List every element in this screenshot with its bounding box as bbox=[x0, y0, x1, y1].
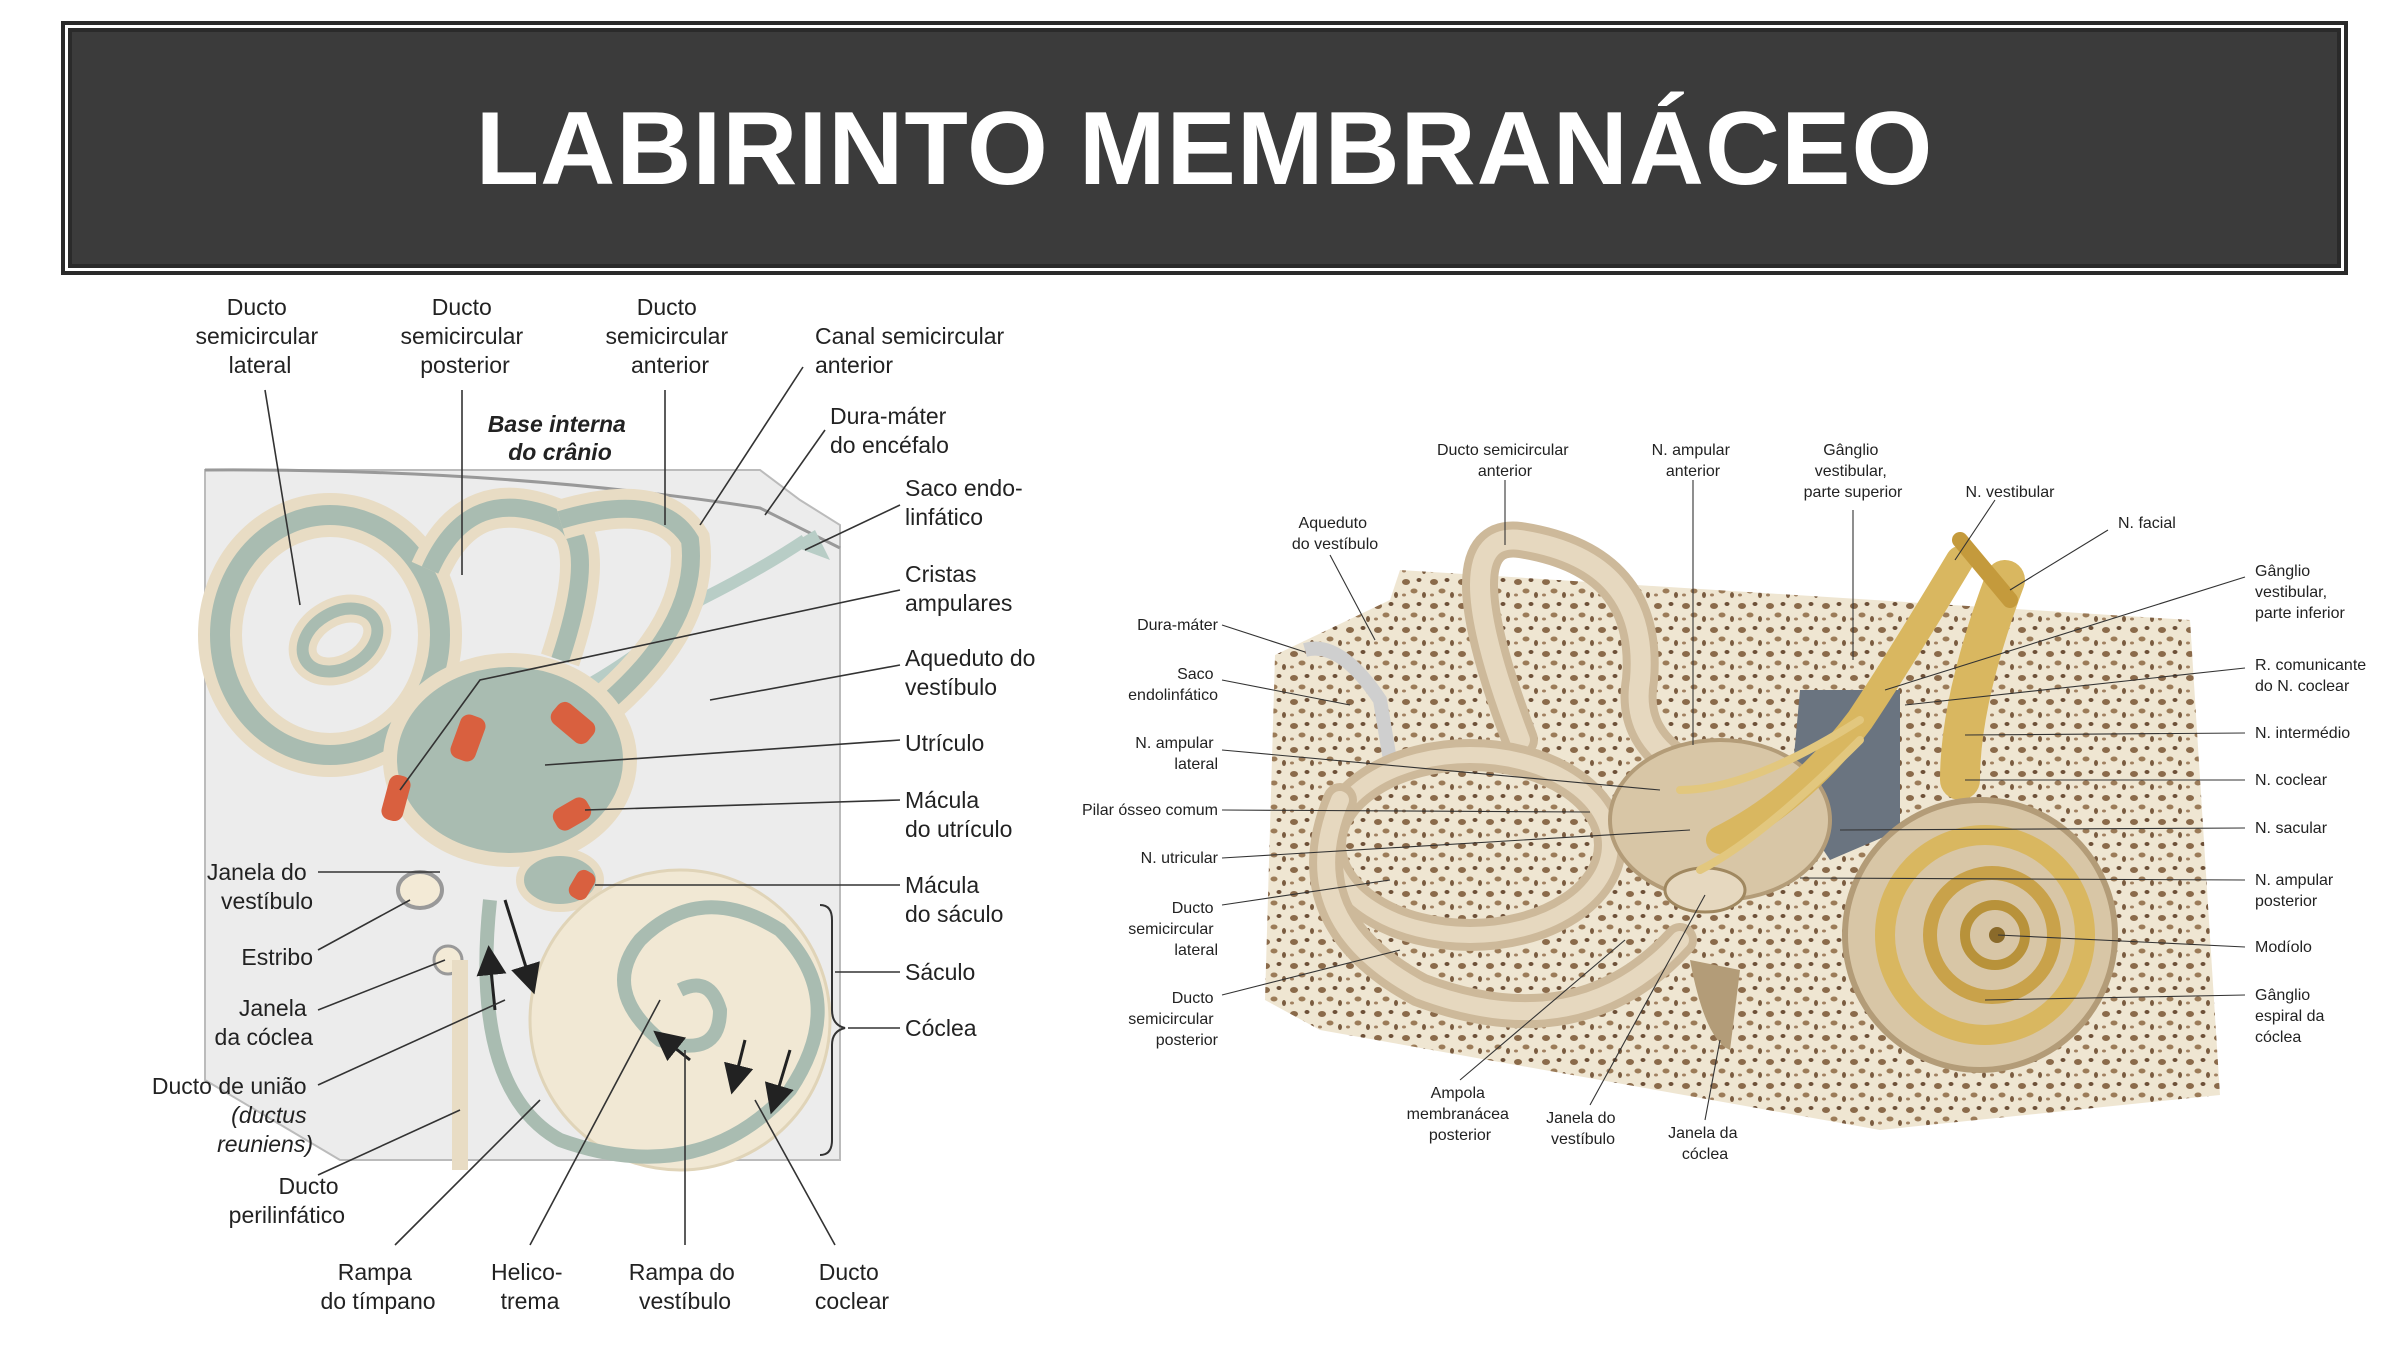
label-posterior-duct: Ducto semicircular posterior bbox=[400, 294, 529, 378]
r-label-posterior-duct: Ducto semicircular posterior bbox=[1128, 990, 1218, 1049]
semicircular-canals bbox=[198, 487, 711, 777]
label-helicotrema: Helico- trema bbox=[491, 1259, 569, 1314]
cochlea-bracket bbox=[819, 904, 846, 1156]
r-label-common-crus: Pilar ósseo comum bbox=[1082, 802, 1218, 819]
utricle-shape bbox=[383, 653, 637, 867]
label-saccule: Sáculo bbox=[905, 959, 975, 985]
label-saccule-macula: Mácula do sáculo bbox=[905, 872, 1003, 927]
r-label-cochlear-communicating: R. comunicante do N. coclear bbox=[2255, 657, 2371, 695]
dura-line bbox=[204, 468, 841, 550]
left-leader-lines bbox=[264, 366, 901, 1246]
label-cochlea: Cóclea bbox=[905, 1015, 977, 1041]
right-labels: Ducto semicircular anterior N. ampular a… bbox=[1082, 442, 2371, 1163]
right-leader-lines bbox=[1221, 480, 2246, 1121]
label-dura: Dura-máter do encéfalo bbox=[830, 403, 953, 458]
r-label-modiolus: Modíolo bbox=[2255, 939, 2312, 956]
right-diagram: Ducto semicircular anterior N. ampular a… bbox=[1082, 442, 2371, 1163]
label-endolymphatic-sac: Saco endo- linfático bbox=[905, 475, 1029, 530]
r-label-vestibular-ganglion-sup: Gânglio vestibular, parte superior bbox=[1804, 442, 1903, 501]
saccule-macula bbox=[568, 869, 596, 901]
label-vestibular-aqueduct: Aqueduto do vestíbulo bbox=[905, 645, 1042, 700]
skull-label: Base interna do crânio bbox=[488, 411, 632, 465]
label-ampullary-crests: Cristas ampulares bbox=[905, 561, 1012, 616]
r-label-oval-window: Janela do vestíbulo bbox=[1546, 1110, 1620, 1148]
r-label-utricular-n: N. utricular bbox=[1141, 850, 1219, 867]
label-scala-tympani: Rampa do tímpano bbox=[320, 1259, 435, 1314]
flow-arrow-5 bbox=[653, 1030, 691, 1062]
r-label-facial-n: N. facial bbox=[2118, 515, 2176, 532]
page-title: LABIRINTO MEMBRANÁCEO bbox=[475, 91, 1934, 207]
right-semicircular-ducts bbox=[1309, 521, 1708, 1029]
label-utricle: Utrículo bbox=[905, 730, 984, 756]
r-label-round-window: Janela da cóclea bbox=[1668, 1125, 1742, 1163]
label-perilymphatic-duct: Ducto perilinfático bbox=[229, 1173, 345, 1228]
label-anterior-canal: Canal semicircular anterior bbox=[815, 323, 1011, 378]
label-stapes: Estribo bbox=[241, 944, 313, 970]
r-label-saccular-n: N. sacular bbox=[2255, 820, 2328, 837]
ampullary-crest-3 bbox=[550, 701, 596, 745]
r-label-lateral-ampullary: N. ampular lateral bbox=[1135, 735, 1218, 773]
label-utricle-macula: Mácula do utrículo bbox=[905, 787, 1012, 842]
r-label-anterior-ampullary: N. ampular anterior bbox=[1652, 442, 1735, 480]
utricle-macula bbox=[552, 797, 592, 831]
r-label-vestibular-n: N. vestibular bbox=[1966, 484, 2056, 501]
flow-arrow-1 bbox=[503, 899, 540, 995]
r-label-posterior-ampullary: N. ampular posterior bbox=[2255, 872, 2338, 910]
r-label-dura: Dura-máter bbox=[1137, 617, 1219, 634]
label-oval-window: Janela do vestíbulo bbox=[207, 859, 313, 914]
r-label-anterior-duct: Ducto semicircular anterior bbox=[1437, 442, 1573, 480]
r-label-lateral-duct: Ducto semicircular lateral bbox=[1128, 900, 1218, 959]
label-ductus-reuniens: Ducto de união (ductus reuniens) bbox=[152, 1073, 313, 1157]
label-anterior-duct: Ducto semicircular anterior bbox=[605, 294, 734, 378]
label-cochlear-duct: Ducto coclear bbox=[815, 1259, 889, 1314]
left-labels: Ducto semicircular lateral Ducto semicir… bbox=[152, 294, 1042, 1314]
right-nerves bbox=[1676, 532, 2025, 874]
flow-arrow-3 bbox=[764, 1049, 794, 1115]
r-label-vestibular-aqueduct: Aqueduto do vestíbulo bbox=[1292, 515, 1378, 553]
flow-arrow-4 bbox=[724, 1039, 754, 1095]
r-label-endolymphatic-sac: Saco endolinfático bbox=[1128, 666, 1218, 704]
flow-arrow-2 bbox=[476, 945, 507, 1011]
right-cochlea bbox=[1842, 797, 2118, 1073]
label-lateral-duct: Ducto semicircular lateral bbox=[195, 294, 324, 378]
label-round-window: Janela da cóclea bbox=[215, 995, 314, 1050]
cochlea-shape bbox=[479, 868, 832, 1172]
title-banner: LABIRINTO MEMBRANÁCEO bbox=[68, 28, 2341, 268]
right-oval-window bbox=[1663, 866, 1747, 914]
r-label-spiral-ganglion: Gânglio espiral da cóclea bbox=[2255, 987, 2329, 1046]
left-diagram: Base interna do crânio bbox=[152, 294, 1042, 1314]
r-label-vestibular-ganglion-inf: Gânglio vestibular, parte inferior bbox=[2255, 563, 2345, 622]
ampullary-crest-2 bbox=[450, 714, 486, 762]
r-label-cochlear-n: N. coclear bbox=[2255, 772, 2328, 789]
endolymphatic-sac bbox=[790, 530, 830, 560]
dura-layer bbox=[1303, 641, 1397, 762]
label-scala-vestibuli: Rampa do vestíbulo bbox=[629, 1259, 742, 1314]
right-round-window bbox=[1690, 960, 1740, 1050]
r-label-intermediate-n: N. intermédio bbox=[2255, 725, 2350, 742]
r-label-posterior-ampulla: Ampola membranácea posterior bbox=[1407, 1085, 1514, 1144]
